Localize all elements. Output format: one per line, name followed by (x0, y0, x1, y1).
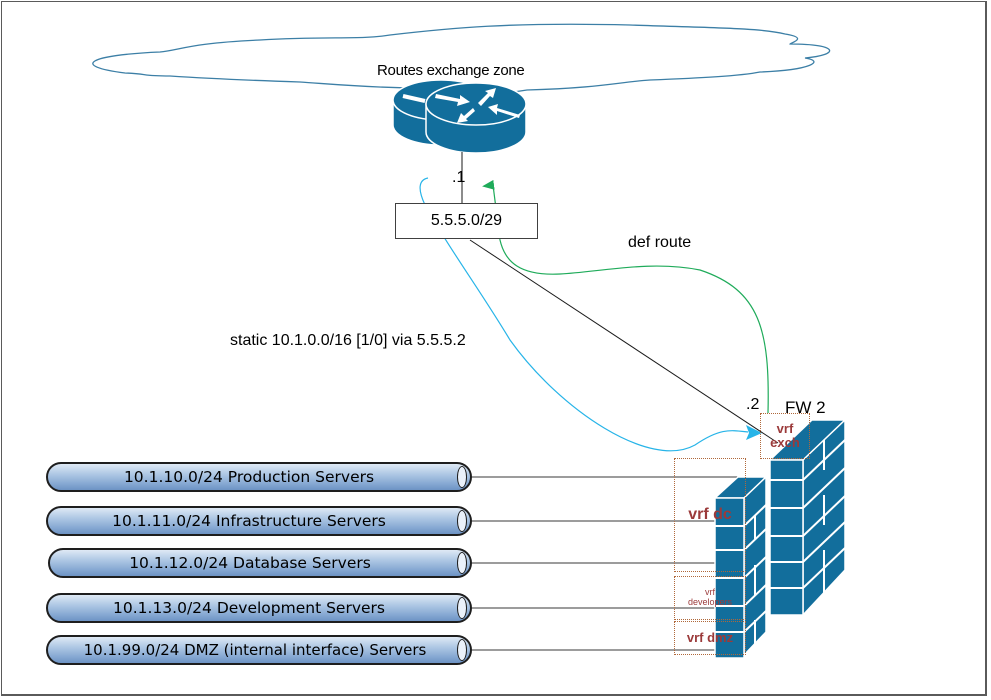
pipe-end-cap (457, 466, 467, 488)
static-route-label: static 10.1.0.0/16 [1/0] via 5.5.5.2 (230, 332, 466, 349)
network-pipe-production: 10.1.10.0/24 Production Servers (46, 462, 472, 492)
vrf-dc-label: vrf dc (688, 506, 732, 524)
cloud-shape (92, 23, 831, 96)
pipe-end-cap (457, 597, 467, 619)
network-label: 10.1.13.0/24 Development Servers (113, 599, 385, 617)
network-pipe-dmz: 10.1.99.0/24 DMZ (internal interface) Se… (46, 635, 472, 665)
pipe-end-cap (457, 639, 467, 661)
network-pipe-infrastructure: 10.1.11.0/24 Infrastructure Servers (46, 506, 472, 536)
network-label: 10.1.12.0/24 Database Servers (129, 554, 371, 572)
network-label: 10.1.10.0/24 Production Servers (123, 468, 375, 486)
default-route-path (482, 179, 769, 414)
network-pipe-development: 10.1.13.0/24 Development Servers (46, 593, 472, 623)
cloud-title: Routes exchange zone (377, 62, 525, 79)
firewall-interface-label: .2 (746, 396, 760, 413)
default-route-label: def route (628, 234, 692, 251)
pipe-end-cap (457, 552, 467, 574)
vrf-dmz-box: vrf dmz (674, 621, 746, 655)
transit-link (469, 239, 779, 444)
vrf-developers-line2: developers (687, 597, 733, 607)
router-interface-label: .1 (452, 169, 466, 186)
transit-subnet-label: 5.5.5.0/29 (430, 212, 503, 229)
router-icon (392, 79, 527, 154)
vrf-dc-box: vrf dc (674, 458, 746, 572)
pipe-end-cap (457, 510, 467, 532)
vrf-developers-line1: vrf (705, 587, 715, 598)
transit-subnet-box: 5.5.5.0/29 (395, 203, 538, 239)
vrf-exch-line1: vrf (776, 420, 794, 436)
firewall-name: FW 2 (785, 398, 826, 417)
static-route-arrowhead (746, 425, 762, 440)
network-label: 10.1.11.0/24 Infrastructure Servers (112, 512, 386, 530)
network-pipe-database: 10.1.12.0/24 Database Servers (48, 548, 472, 578)
vrf-exch-line2: exch (770, 435, 800, 450)
network-label: 10.1.99.0/24 DMZ (internal interface) Se… (83, 641, 427, 659)
vrf-dmz-label: vrf dmz (686, 629, 734, 645)
vrf-exch-box: vrf exch (760, 413, 810, 459)
firewall-icon (713, 418, 847, 659)
vrf-developers-box: vrf developers (674, 576, 746, 620)
